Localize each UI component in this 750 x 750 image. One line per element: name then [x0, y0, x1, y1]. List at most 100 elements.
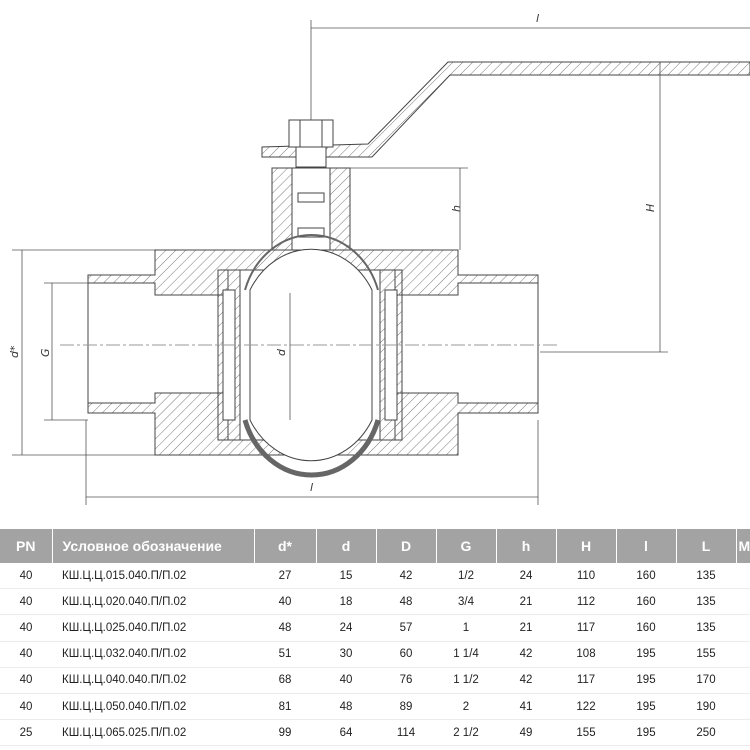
header-L: L: [676, 529, 737, 563]
header-D: D: [376, 529, 437, 563]
cell-l: 160: [636, 569, 656, 582]
cell-designation: КШ.Ц.Ц.065.025.П/П.02: [62, 726, 187, 739]
cell-l: 160: [636, 595, 656, 608]
cell-M: [736, 667, 750, 693]
cell-l: 195: [636, 726, 656, 739]
cell-D: 89: [399, 700, 413, 713]
cell-D: 76: [399, 674, 413, 687]
cell-l: 195: [636, 674, 656, 687]
ball: [249, 248, 373, 462]
header-designation: Условное обозначение: [52, 529, 255, 563]
cell-pn: 40: [19, 569, 33, 582]
cell-L: 170: [696, 674, 716, 687]
table-row: 40 КШ.Ц.Ц.020.040.П/П.02 40 18 48 3/4 21…: [0, 589, 750, 615]
table-header-row: PN Условное обозначение d* d D G h H l L…: [0, 529, 750, 563]
cell-G: 1 1/2: [453, 674, 479, 687]
cell-pn: 40: [19, 648, 33, 661]
cell-designation: КШ.Ц.Ц.015.040.П/П.02: [62, 569, 187, 582]
cell-l: 195: [636, 700, 656, 713]
cell-d: 15: [339, 569, 353, 582]
header-d: d: [316, 529, 377, 563]
cell-H: 122: [576, 700, 596, 713]
cell-M: [736, 563, 750, 589]
cell-L: 250: [696, 726, 716, 739]
cell-h: 42: [519, 648, 533, 661]
cell-L: 135: [696, 595, 716, 608]
table-row: 40 КШ.Ц.Ц.040.040.П/П.02 68 40 76 1 1/2 …: [0, 667, 750, 694]
cell-d-star: 40: [278, 595, 292, 608]
cell-D: 42: [399, 569, 413, 582]
cell-pn: 40: [19, 621, 33, 634]
cell-G: 1: [462, 621, 470, 634]
cell-M: [736, 589, 750, 615]
cell-G: 2 1/2: [453, 726, 479, 739]
dimension-lines: [12, 20, 750, 505]
cell-d-star: 99: [278, 726, 292, 739]
label-bottom-l: l: [310, 481, 313, 494]
cell-d: 64: [339, 726, 353, 739]
cell-D: 48: [399, 595, 413, 608]
cell-pn: 25: [19, 726, 33, 739]
table-row: 40 КШ.Ц.Ц.025.040.П/П.02 48 24 57 1 21 1…: [0, 615, 750, 642]
cell-H: 117: [576, 621, 596, 634]
cell-D: 57: [399, 621, 413, 634]
table-row: 40 КШ.Ц.Ц.032.040.П/П.02 51 30 60 1 1/4 …: [0, 641, 750, 668]
cell-pn: 40: [19, 700, 33, 713]
cell-M: [736, 693, 750, 719]
cell-designation: КШ.Ц.Ц.032.040.П/П.02: [62, 648, 187, 661]
header-pn: PN: [0, 529, 53, 563]
cell-d: 18: [339, 595, 353, 608]
label-h: h: [450, 205, 463, 212]
ball-valve-section-drawing: l l h H d* G d: [8, 12, 750, 505]
cell-D: 60: [399, 648, 413, 661]
cell-pn: 40: [19, 674, 33, 687]
label-top-l: l: [536, 12, 539, 25]
cell-H: 117: [576, 674, 596, 687]
label-G: G: [39, 348, 52, 357]
header-l: l: [616, 529, 677, 563]
cell-designation: КШ.Ц.Ц.040.040.П/П.02: [62, 674, 187, 687]
cell-d-star: 51: [278, 648, 292, 661]
header-M: M: [736, 529, 750, 563]
cell-h: 21: [519, 621, 533, 634]
cell-h: 49: [519, 726, 533, 739]
cell-h: 41: [519, 700, 533, 713]
header-G: G: [436, 529, 497, 563]
cell-d: 30: [339, 648, 353, 661]
label-H: H: [644, 204, 657, 212]
handle-lever: [261, 61, 750, 158]
cell-d-star: 81: [278, 700, 292, 713]
cell-H: 110: [576, 569, 596, 582]
cell-L: 155: [696, 648, 716, 661]
cell-M: [736, 720, 750, 746]
cell-G: 1/2: [458, 569, 474, 582]
cell-G: 1 1/4: [453, 648, 479, 661]
dimension-labels: l l h H d* G d: [8, 12, 657, 494]
cell-h: 21: [519, 595, 533, 608]
cell-d-star: 48: [278, 621, 292, 634]
specification-table: PN Условное обозначение d* d D G h H l L…: [0, 529, 750, 746]
cell-l: 160: [636, 621, 656, 634]
table-row: 40 КШ.Ц.Ц.015.040.П/П.02 27 15 42 1/2 24…: [0, 563, 750, 589]
header-h: h: [496, 529, 557, 563]
cell-d-star: 27: [278, 569, 292, 582]
table-row: 25 КШ.Ц.Ц.065.025.П/П.02 99 64 114 2 1/2…: [0, 720, 750, 746]
cell-M: [736, 615, 750, 641]
cell-designation: КШ.Ц.Ц.020.040.П/П.02: [62, 595, 187, 608]
cell-G: 3/4: [458, 595, 474, 608]
cell-d: 24: [339, 621, 353, 634]
cell-H: 155: [576, 726, 596, 739]
cell-h: 42: [519, 674, 533, 687]
cell-L: 190: [696, 700, 716, 713]
cell-d: 40: [339, 674, 353, 687]
cell-pn: 40: [19, 595, 33, 608]
cell-d-star: 68: [278, 674, 292, 687]
table-row: 40 КШ.Ц.Ц.050.040.П/П.02 81 48 89 2 41 1…: [0, 693, 750, 720]
cell-d: 48: [339, 700, 353, 713]
label-d-star: d*: [8, 345, 21, 358]
header-d-star: d*: [254, 529, 317, 563]
stem-nut: [288, 119, 334, 148]
pipe-end-right: [394, 282, 539, 404]
cell-designation: КШ.Ц.Ц.025.040.П/П.02: [62, 621, 187, 634]
cell-M: [736, 641, 750, 667]
